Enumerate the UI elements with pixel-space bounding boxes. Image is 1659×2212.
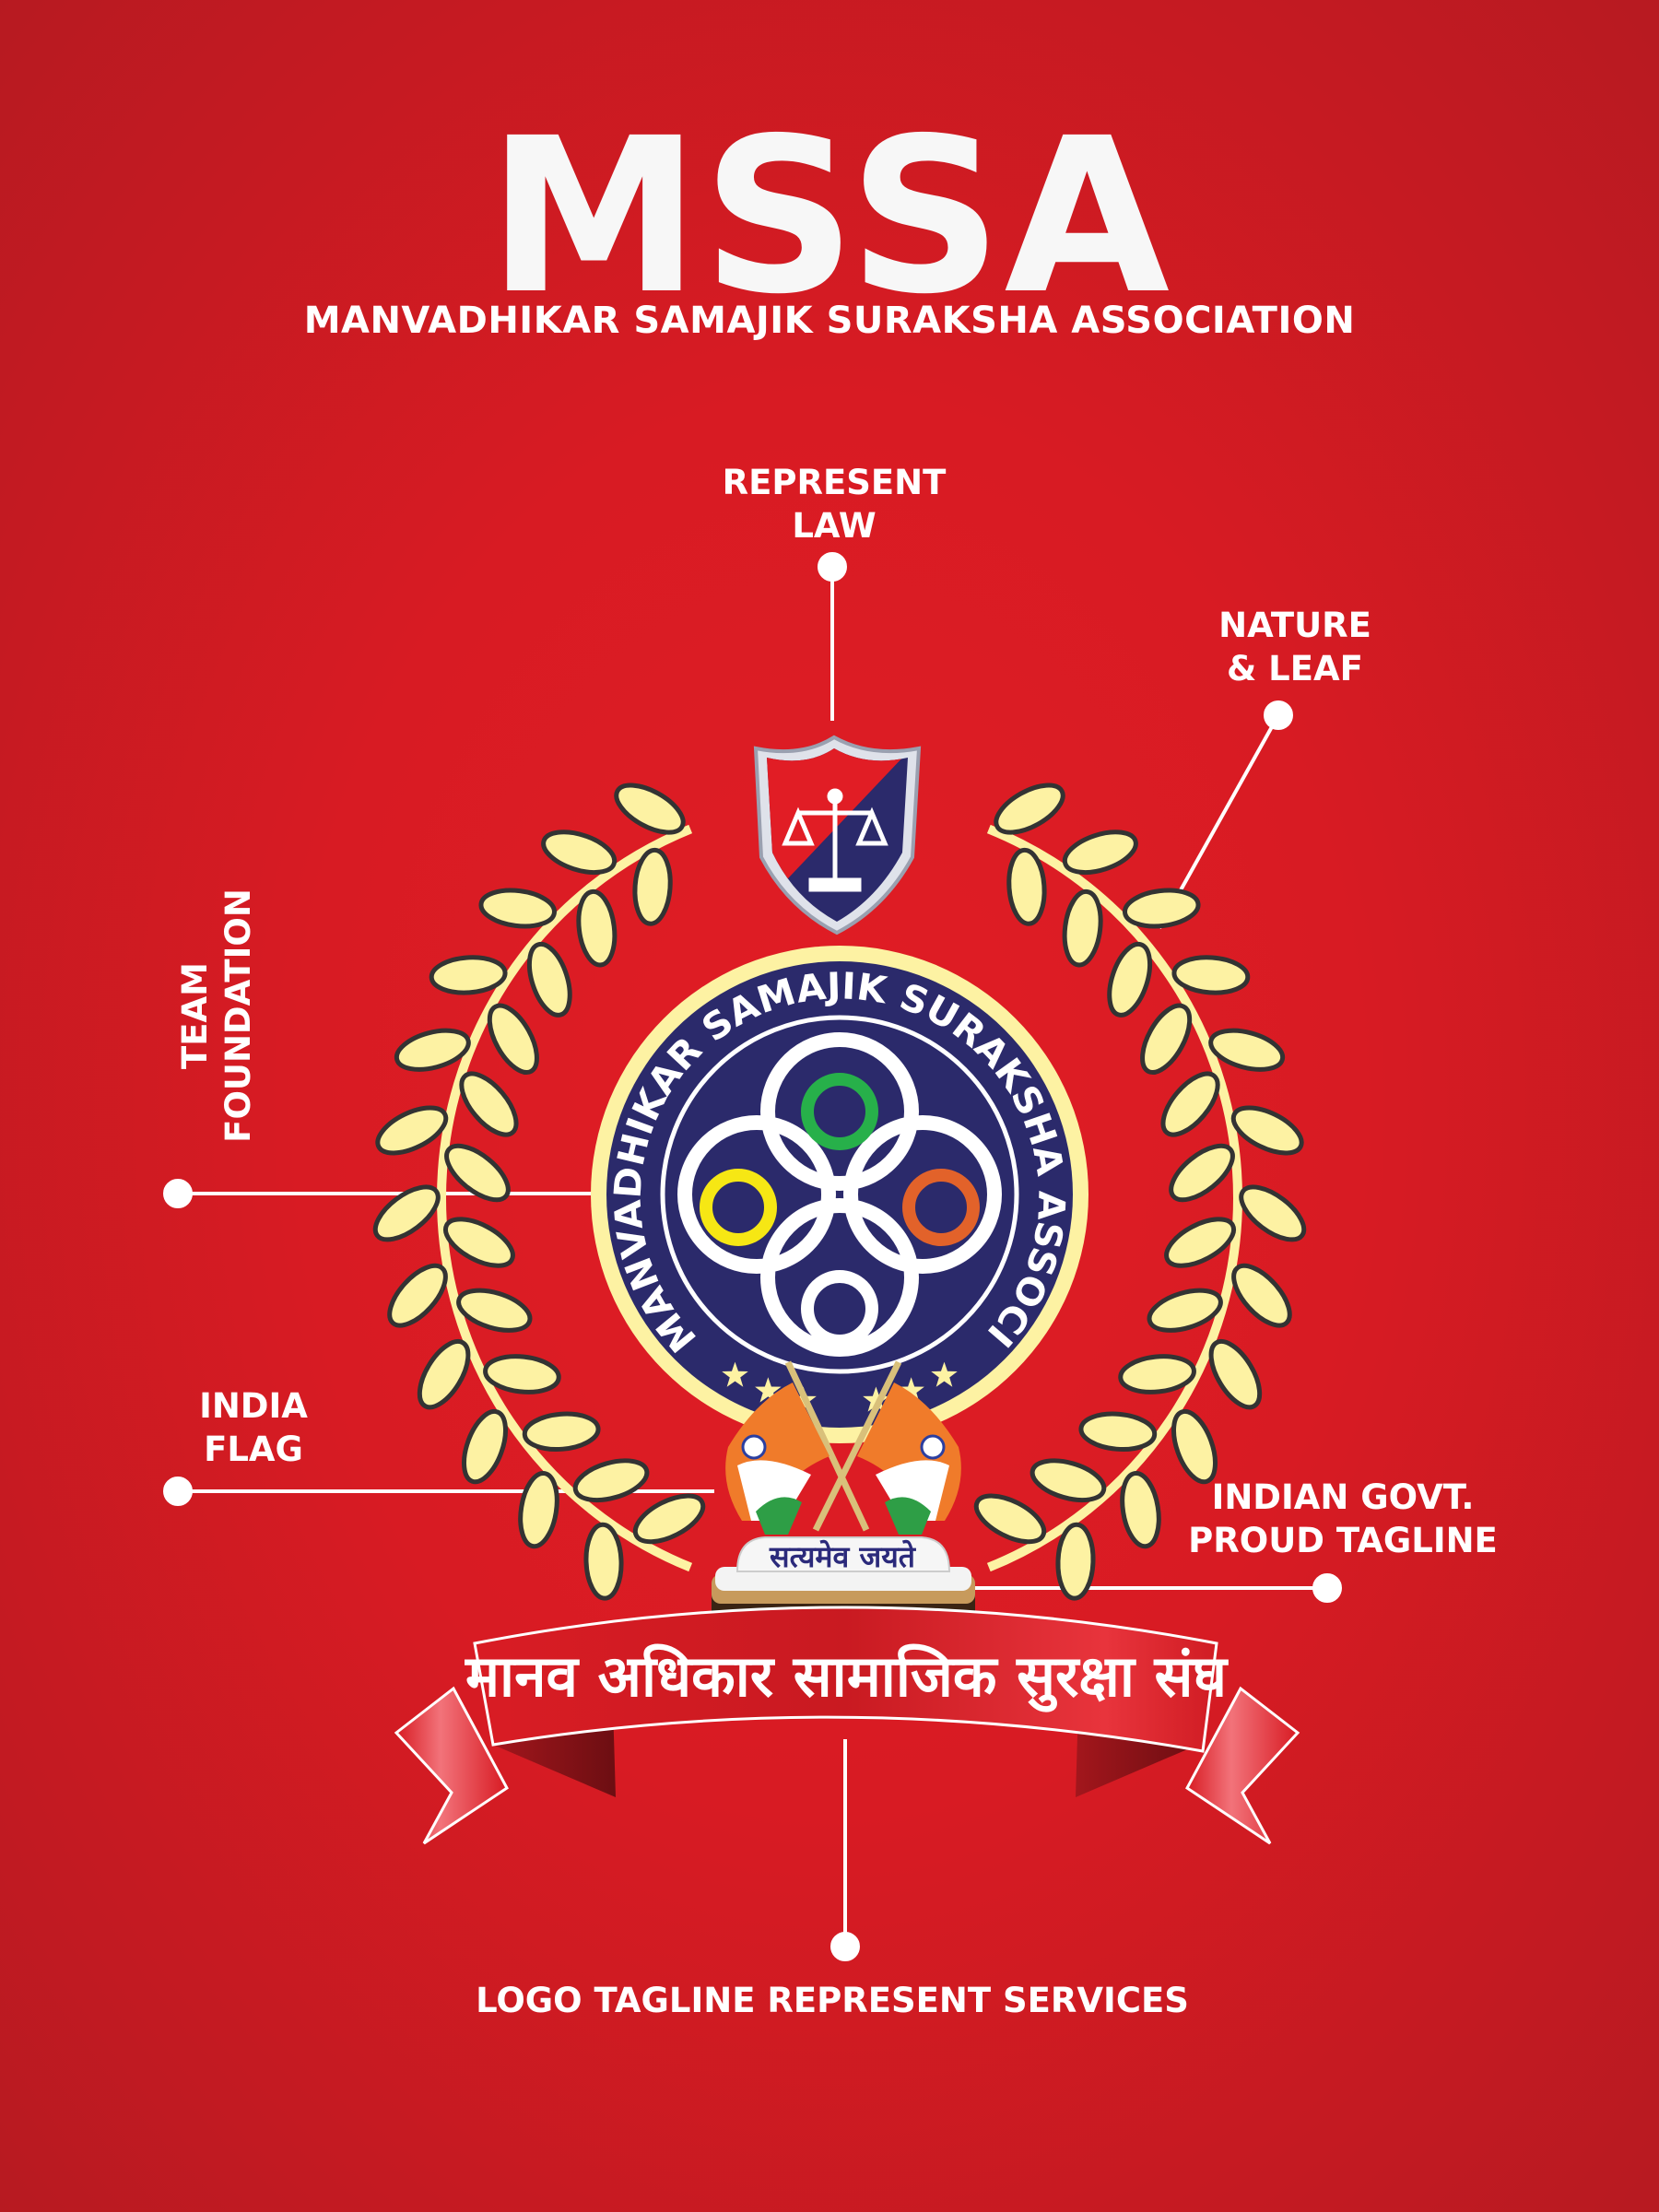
callout-text: LAW — [792, 506, 877, 546]
callout-logo-tagline: LOGO TAGLINE REPRESENT SERVICES — [476, 1981, 1189, 2020]
laurel-leaf — [1055, 1522, 1096, 1601]
laurel-leaf — [444, 1143, 511, 1203]
laurel-leaf — [518, 1470, 559, 1549]
motto-text: सत्यमेव जयते — [769, 1539, 917, 1574]
laurel-leaf — [1239, 1184, 1307, 1242]
callout-nature-leaf: NATURE & LEAF — [1147, 604, 1442, 690]
organization-full-name: MANVADHIKAR SAMAJIK SURAKSHA ASSOCIATION — [303, 300, 1356, 342]
laurel-leaf — [614, 782, 686, 835]
star-icon — [755, 1377, 782, 1403]
connector-dot-flag — [163, 1477, 193, 1506]
connector-dot-law — [818, 552, 847, 582]
laurel-leaf — [583, 1522, 624, 1601]
connector-dot-services — [830, 1932, 860, 1961]
laurel-leaf — [632, 847, 673, 926]
callout-text: NATURE — [1218, 606, 1371, 645]
laurel-leaf — [483, 1354, 561, 1394]
callout-text: FOUNDATION — [218, 888, 258, 1143]
laurel-wreath-icon — [372, 782, 1307, 1601]
laurel-leaf — [375, 1105, 449, 1156]
laurel-leaf — [526, 941, 572, 1018]
callout-text: INDIA — [199, 1386, 308, 1426]
laurel-leaf — [1030, 1458, 1107, 1503]
callout-represent-law: REPRESENT LAW — [687, 461, 982, 547]
callout-text: INDIAN GOVT. — [1211, 1477, 1475, 1517]
star-icon — [898, 1377, 924, 1403]
logo-title: MSSA — [487, 92, 1172, 341]
law-shield-icon — [753, 735, 922, 935]
laurel-leaf — [973, 1493, 1047, 1545]
laurel-leaf — [1123, 888, 1201, 929]
laurel-leaf — [459, 1071, 519, 1137]
laurel-leaf — [1208, 1339, 1263, 1410]
laurel-leaf — [572, 1458, 650, 1503]
star-icon — [931, 1361, 958, 1387]
laurel-leaf — [1078, 1411, 1158, 1453]
laurel-leaf — [1006, 847, 1047, 926]
laurel-leaf — [1140, 1003, 1193, 1075]
laurel-leaf — [1147, 1288, 1223, 1333]
callout-text: REPRESENT — [722, 463, 947, 502]
connector-dot-leaf — [1264, 700, 1293, 730]
callout-text: PROUD TAGLINE — [1188, 1521, 1498, 1560]
laurel-leaf — [429, 955, 508, 995]
laurel-leaf — [1230, 1105, 1304, 1156]
association-seal: MANVADHIKAR SAMAJIK SURAKSHA ASSOCIATION — [0, 0, 1088, 1443]
laurel-leaf — [1164, 1217, 1236, 1268]
laurel-leaf — [443, 1217, 515, 1268]
white-ring-icon — [801, 1270, 878, 1347]
laurel-leaf — [1171, 1408, 1218, 1485]
tagline-ribbon: मानव अधिकार सामाजिक सुरक्षा संघ — [394, 1606, 1300, 1845]
star-icon — [722, 1361, 748, 1387]
laurel-leaf — [1062, 830, 1138, 876]
orange-ring-icon — [902, 1169, 980, 1246]
laurel-leaf — [1208, 1028, 1286, 1072]
laurel-leaf — [456, 1288, 533, 1333]
laurel-stem — [986, 824, 1242, 1572]
laurel-leaf — [1160, 1071, 1220, 1137]
india-flag-icon — [725, 1360, 961, 1535]
callout-govt-tagline: INDIAN GOVT. PROUD TAGLINE — [1159, 1476, 1527, 1562]
laurel-leaf — [1120, 1470, 1161, 1549]
laurel-leaf — [632, 1493, 706, 1545]
laurel-leaf — [487, 1003, 539, 1075]
laurel-leaf — [394, 1028, 471, 1072]
laurel-leaf — [462, 1408, 508, 1485]
yellow-ring-icon — [700, 1169, 777, 1246]
green-ring-icon — [801, 1073, 878, 1150]
laurel-leaf — [1062, 888, 1103, 968]
ribbon-tagline-text: मानव अधिकार सामाजिक सुरक्षा संघ — [465, 1642, 1229, 1712]
laurel-leaf — [372, 1184, 441, 1242]
laurel-leaf — [478, 888, 557, 929]
connector-dot-team — [163, 1179, 193, 1208]
laurel-leaf — [387, 1263, 448, 1328]
laurel-leaf — [522, 1411, 601, 1453]
laurel-stem — [437, 824, 693, 1572]
connector-dot-govt — [1312, 1573, 1342, 1603]
team-foundation-quatrefoil-icon — [677, 1032, 1002, 1357]
callout-text: FLAG — [204, 1430, 303, 1469]
laurel-leaf — [1118, 1354, 1196, 1394]
laurel-leaf — [994, 782, 1065, 835]
laurel-leaf — [1171, 955, 1251, 995]
laurel-leaf — [1169, 1143, 1235, 1203]
scales-of-justice-icon — [782, 788, 888, 892]
star-icon — [863, 1386, 889, 1412]
callout-text: TEAM — [175, 962, 215, 1069]
laurel-leaf — [417, 1339, 471, 1410]
laurel-leaf — [541, 830, 618, 876]
callout-text: & LEAF — [1227, 649, 1363, 688]
laurel-leaf — [1231, 1263, 1292, 1328]
callout-india-flag: INDIA FLAG — [115, 1384, 392, 1471]
callout-team-foundation: TEAM FOUNDATION — [173, 877, 260, 1154]
laurel-leaf — [1107, 941, 1153, 1018]
laurel-leaf — [576, 888, 618, 968]
